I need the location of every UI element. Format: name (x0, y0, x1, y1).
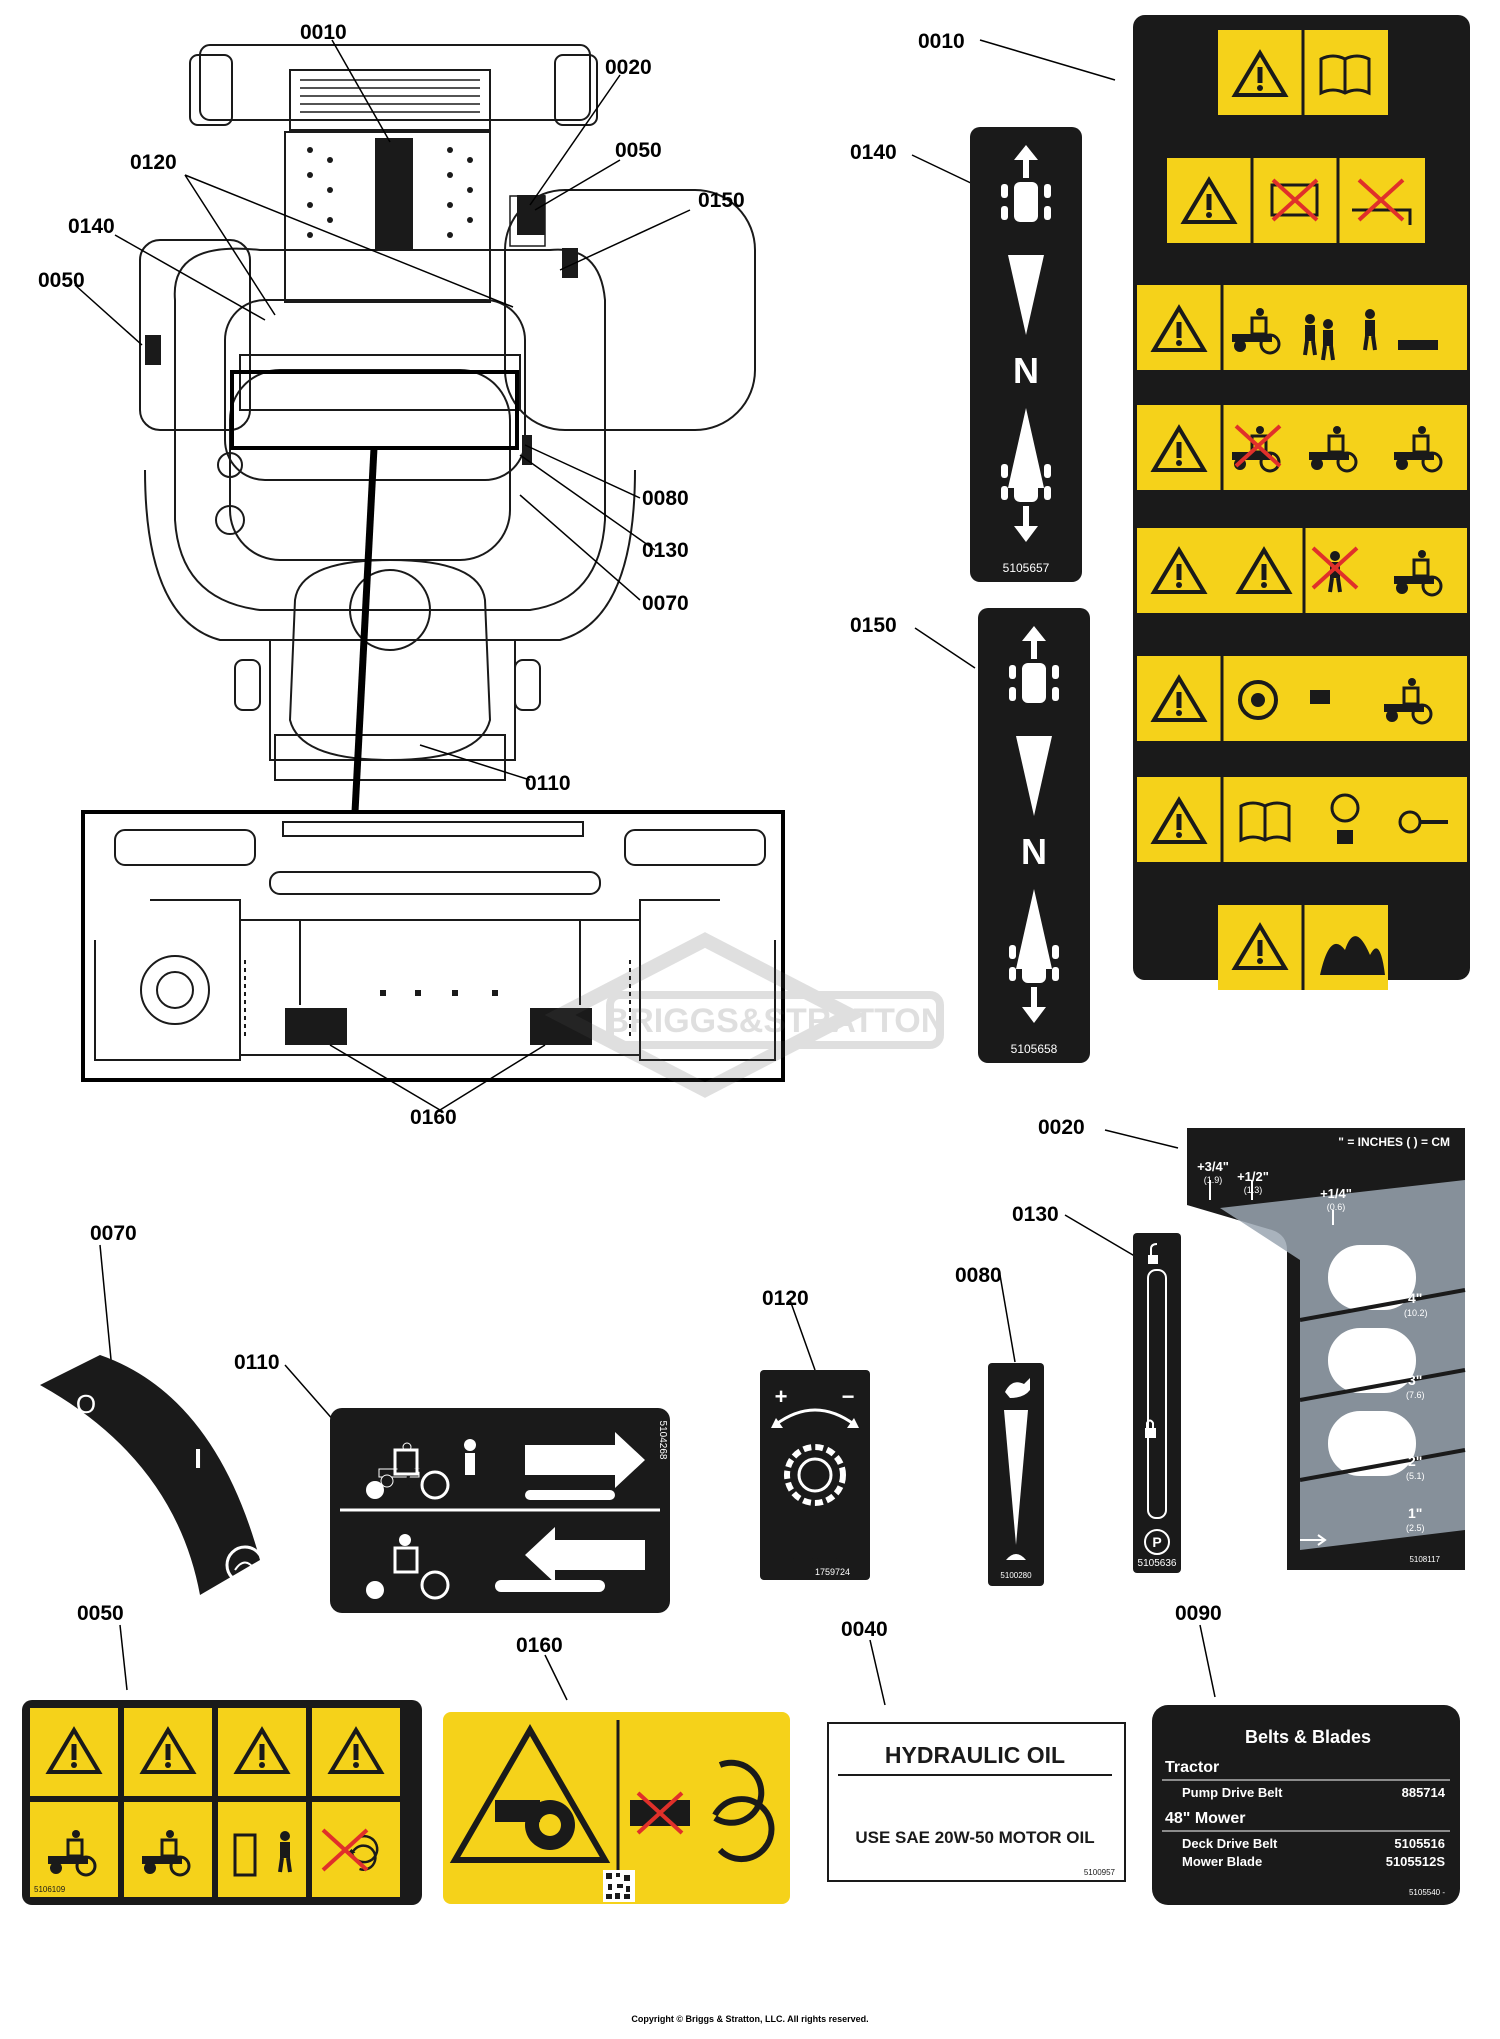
decal-0110: 5104268 (330, 1408, 670, 1613)
decal-0020-mark-3: +1/4" (1320, 1186, 1352, 1201)
callout-0110: 0110 (234, 1351, 280, 1374)
copyright-notice: Copyright © Briggs & Stratton, LLC. All … (631, 2014, 869, 2024)
callout-0150: 0150 (850, 614, 897, 637)
decal-0040-text: USE SAE 20W-50 MOTOR OIL (855, 1828, 1094, 1847)
decal-0090-row3-num: 5105512S (1386, 1854, 1446, 1869)
decal-0020-height-2-cm: (5.1) (1406, 1471, 1425, 1481)
decal-0050: 5106109 (22, 1700, 422, 1905)
decal-0150-neutral: N (1021, 831, 1047, 872)
decal-0130-parking-letter: P (1152, 1534, 1161, 1550)
decal-0070: O I (40, 1355, 265, 1595)
decal-0080-part: 5100280 (1000, 1571, 1032, 1580)
callout-0020: 0020 (605, 56, 652, 79)
decal-0090-row3-name: Mower Blade (1182, 1854, 1262, 1869)
grille (300, 79, 480, 121)
callout-0160: 0160 (410, 1106, 457, 1129)
callout-0070: 0070 (90, 1222, 137, 1245)
callout-0010: 0010 (300, 21, 347, 44)
decal-0070-on: I (194, 1443, 202, 1474)
decal-0020-height-2: 2" (1408, 1453, 1422, 1469)
decal-0070-off: O (76, 1389, 96, 1419)
decal-0040: HYDRAULIC OIL USE SAE 20W-50 MOTOR OIL 5… (827, 1722, 1126, 1882)
decal-0160 (443, 1712, 790, 1904)
decal-0130-part: 5105636 (1138, 1558, 1177, 1569)
machine-decal-markers (145, 138, 578, 465)
decal-0020-mark-2-cm: (1.3) (1244, 1185, 1263, 1195)
callout-0110: 0110 (525, 772, 571, 795)
decal-0110-mower-icons (366, 1439, 476, 1600)
decal-0040-part: 5100957 (1084, 1868, 1116, 1877)
decal-0140: N 5105657 (970, 127, 1082, 582)
callout-0130: 0130 (642, 539, 689, 562)
decal-0120-plus: + (775, 1384, 788, 1409)
callout-0120: 0120 (762, 1287, 809, 1310)
decal-0020-height-1-cm: (2.5) (1406, 1523, 1425, 1533)
callout-0140: 0140 (68, 215, 115, 238)
inset-detail (81, 810, 785, 1082)
decal-0120: + − 1759724 (760, 1370, 870, 1580)
inset-source-box (230, 370, 519, 450)
decal-0020-mark-1-cm: (1.9) (1204, 1175, 1223, 1185)
decal-0020-part: 5108117 (1409, 1555, 1440, 1564)
decal-0020-mark-1: +3/4" (1197, 1159, 1229, 1174)
decal-0020-height-3-cm: (7.6) (1406, 1390, 1425, 1400)
decal-0050-part: 5106109 (34, 1885, 66, 1894)
decal-0010: 5106566 - (1133, 15, 1470, 1009)
callout-0040: 0040 (841, 1618, 888, 1641)
watermark-text: BRIGGS&STRATTON (605, 1002, 946, 1040)
callout-0050: 0050 (615, 139, 662, 162)
decal-0130: P 5105636 (1133, 1233, 1181, 1573)
decal-0120-minus: − (842, 1384, 855, 1409)
decal-0020-mark-3-cm: (0.6) (1327, 1202, 1346, 1212)
callout-0150: 0150 (698, 189, 745, 212)
machine-top-view (139, 44, 756, 781)
decal-0090-section-tractor: Tractor (1165, 1759, 1219, 1776)
callout-0130: 0130 (1012, 1203, 1059, 1226)
callout-0080: 0080 (955, 1264, 1002, 1287)
callout-0080: 0080 (642, 487, 689, 510)
decal-0020-height-1: 1" (1408, 1505, 1422, 1521)
decal-0090-row1-num: 885714 (1402, 1785, 1446, 1800)
callout-0010: 0010 (918, 30, 965, 53)
callout-0120: 0120 (130, 151, 177, 174)
decal-0090-section-mower: 48" Mower (1165, 1810, 1246, 1827)
decal-0020-height-3: 3" (1408, 1372, 1422, 1388)
decal-0090: Belts & Blades Tractor Pump Drive Belt 8… (1152, 1705, 1460, 1905)
decal-0140-neutral: N (1013, 350, 1039, 391)
decal-0090-row2-name: Deck Drive Belt (1182, 1836, 1278, 1851)
callout-0070: 0070 (642, 592, 689, 615)
decal-0110-part: 5104268 (657, 1421, 668, 1460)
decal-0140-part: 5105657 (1003, 561, 1050, 575)
watermark: BRIGGS&STRATTON (544, 932, 946, 1098)
inset-connector (351, 447, 378, 813)
leader-lines (74, 39, 1216, 1706)
callout-0090: 0090 (1175, 1602, 1222, 1625)
keypad-0020 (509, 195, 546, 247)
decal-0020-height-4: 4" (1408, 1290, 1422, 1306)
decal-0040-title: HYDRAULIC OIL (885, 1742, 1065, 1768)
callout-0160: 0160 (516, 1634, 563, 1657)
dots (307, 147, 473, 238)
decal-0090-row1-name: Pump Drive Belt (1182, 1785, 1283, 1800)
decal-0020-height-4-cm: (10.2) (1404, 1308, 1428, 1318)
decal-0020: " = INCHES ( ) = CM +3/4" (1.9) +1/2" (1… (1187, 1128, 1466, 1570)
decal-0080: 5100280 (988, 1363, 1044, 1586)
decal-0090-row2-num: 5105516 (1394, 1836, 1445, 1851)
decal-0150: N 5105658 (978, 608, 1090, 1063)
callout-0050: 0050 (38, 269, 85, 292)
decal-0090-part: 5105540 - (1409, 1888, 1445, 1897)
callout-0020: 0020 (1038, 1116, 1085, 1139)
decal-0090-title: Belts & Blades (1245, 1727, 1371, 1747)
decal-0150-part: 5105658 (1011, 1042, 1058, 1056)
decal-0020-legend: " = INCHES ( ) = CM (1338, 1135, 1450, 1149)
decal-0010-part: 5106566 - (1390, 997, 1440, 1009)
callout-0140: 0140 (850, 141, 897, 164)
callout-0050: 0050 (77, 1602, 124, 1625)
decal-0020-mark-2: +1/2" (1237, 1169, 1269, 1184)
decal-0120-part: 1759724 (815, 1567, 850, 1577)
